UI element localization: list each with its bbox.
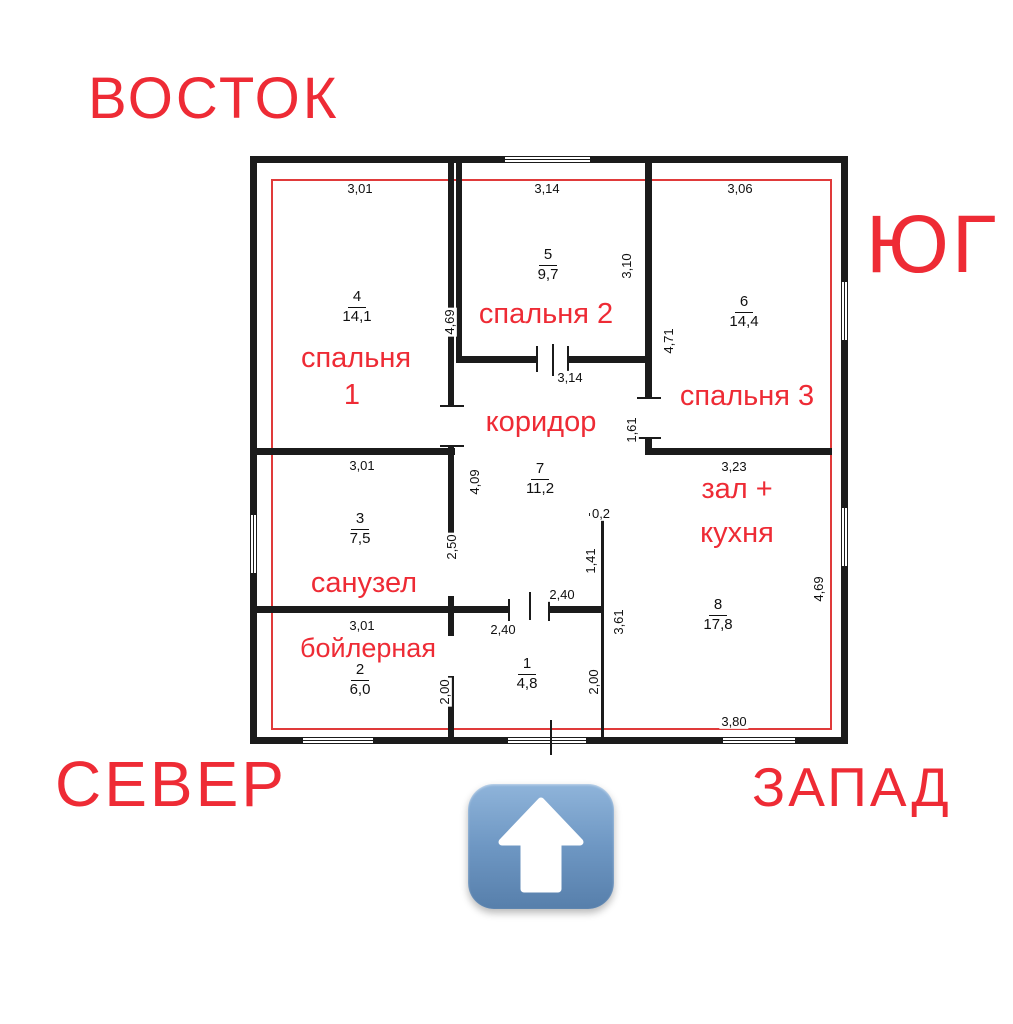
room-stat-hall-kitchen: 8 17,8 [686, 596, 750, 634]
room-label-corridor: коридор [485, 406, 597, 438]
tick-bedroom2-door-right [567, 346, 569, 372]
dim-corridor-bottom-width: 2,40 [547, 586, 577, 603]
room-area: 11,2 [525, 480, 555, 497]
room-label-boiler: бойлерная [300, 633, 436, 663]
wall-entry-top-right [548, 606, 603, 613]
room-stat-boiler: 2 6,0 [328, 661, 392, 699]
tick-bedroom3-door-bottom [637, 437, 661, 439]
wall-bathroom-right-lower [448, 596, 454, 636]
dim-entry-width: 2,40 [488, 621, 518, 638]
window-bottom-boiler [303, 737, 373, 744]
wall-entry-top-left [448, 606, 508, 613]
dim-hall-height-left: 3,61 [610, 607, 627, 637]
tick-entry-door-right [548, 599, 550, 621]
wall-bedroom2-bottom-left [456, 356, 536, 363]
dim-corridor-upper-right: 1,61 [623, 415, 640, 445]
dim-bathroom-height: 2,50 [443, 532, 460, 562]
room-area: 14,4 [729, 313, 759, 330]
tick-bedroom2-door-left [536, 346, 538, 372]
dim-bedroom1-width: 3,01 [345, 180, 375, 197]
room-number: 2 [350, 661, 370, 681]
up-arrow-icon [468, 784, 614, 909]
window-left-bathroom [250, 515, 257, 573]
dim-boiler-width: 3,01 [347, 617, 377, 634]
wall-bedroom1-bathroom-divider [257, 448, 455, 455]
room-number: 6 [734, 293, 754, 313]
room-number: 4 [347, 288, 367, 308]
room-stat-corridor: 7 11,2 [508, 460, 572, 498]
wall-bedroom1-right-upper [448, 163, 454, 406]
wall-bedroom2-bottom-right [568, 356, 652, 363]
wall-bedroom3-bottom [645, 448, 832, 455]
dim-bedroom3-width: 3,06 [725, 180, 755, 197]
room-label-bedroom3: спальня 3 [679, 380, 815, 412]
dim-bedroom2-height: 3,10 [618, 251, 635, 281]
wall-bedroom3-left-lower [645, 438, 652, 455]
compass-label-west: ЗАПАД [752, 756, 952, 818]
room-label-hall-line1: зал + [701, 473, 773, 505]
room-area: 6,0 [349, 681, 371, 698]
tick-entry-door-left [508, 599, 510, 621]
room-number: 3 [350, 510, 370, 530]
dim-hall-bottom-width: 3,80 [719, 713, 749, 730]
room-area: 17,8 [703, 616, 733, 633]
window-right-hall [841, 508, 848, 566]
room-number: 7 [530, 460, 550, 480]
dim-bedroom1-height: 4,69 [441, 307, 458, 337]
wall-bathroom-boiler-divider [257, 606, 455, 613]
room-stat-entry: 1 4,8 [495, 655, 559, 693]
tick-bedroom1-door-bottom [440, 445, 464, 447]
dim-bathroom-width: 3,01 [347, 457, 377, 474]
room-label-bathroom: санузел [310, 567, 418, 599]
room-number: 1 [517, 655, 537, 675]
room-stat-bedroom2: 5 9,7 [516, 246, 580, 284]
dim-boiler-height: 2,00 [436, 677, 453, 707]
up-arrow-glyph [498, 797, 584, 893]
room-area: 9,7 [537, 266, 559, 283]
window-bottom-entry [508, 737, 586, 744]
room-area: 7,5 [349, 530, 371, 547]
compass-label-north: СЕВЕР [55, 748, 287, 820]
window-bottom-hall [723, 737, 795, 744]
room-label-bedroom2: спальня 2 [478, 298, 614, 330]
tick-bedroom2-door-mid [552, 344, 554, 376]
room-stat-bedroom1: 4 14,1 [325, 288, 389, 326]
dim-bedroom2-width: 3,14 [532, 180, 562, 197]
tick-bedroom1-door-top [440, 405, 464, 407]
room-number: 5 [538, 246, 558, 266]
room-number: 8 [708, 596, 728, 616]
room-area: 4,8 [516, 675, 538, 692]
dim-hall-height-right: 4,69 [810, 574, 827, 604]
room-label-hall-line2: кухня [700, 517, 774, 549]
tick-corridor-bottom [529, 592, 531, 620]
room-area: 14,1 [342, 308, 372, 325]
dim-wall-stub: 0,2 [589, 505, 613, 522]
room-label-bedroom1-line1: спальня [300, 342, 412, 374]
wall-bedroom3-left-upper [645, 163, 652, 398]
dim-hall-top-width: 3,23 [719, 458, 749, 475]
room-stat-bedroom3: 6 14,4 [712, 293, 776, 331]
tick-bottom-wall [550, 720, 552, 755]
dim-corridor-height: 4,09 [466, 467, 483, 497]
compass-label-east: ВОСТОК [88, 66, 340, 131]
dim-entry-height: 2,00 [585, 667, 602, 697]
dim-partition-height: 1,41 [582, 546, 599, 576]
wall-bathroom-right-upper [448, 446, 454, 556]
dim-bedroom3-height: 4,71 [660, 326, 677, 356]
compass-label-south: ЮГ [866, 199, 1000, 290]
dim-bedroom2-bottom: 3,14 [555, 369, 585, 386]
window-right-bedroom3 [841, 282, 848, 340]
wall-bedroom2-left [456, 163, 462, 363]
window-top-bedroom2 [505, 156, 590, 163]
room-label-bedroom1-line2: 1 [343, 379, 361, 411]
room-stat-bathroom: 3 7,5 [328, 510, 392, 548]
tick-bedroom3-door-top [637, 397, 661, 399]
partition-hall-left [601, 513, 604, 737]
